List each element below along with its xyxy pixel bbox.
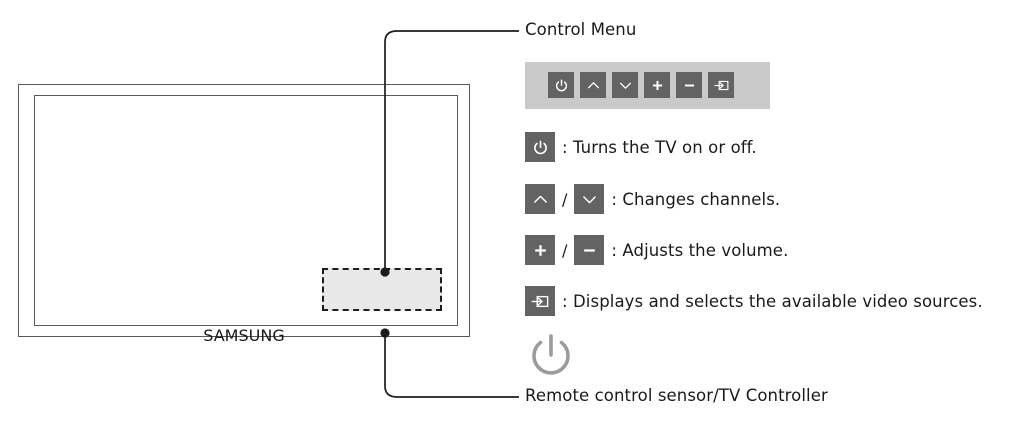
plus-icon [652, 80, 662, 90]
plus-icon [534, 244, 546, 256]
source-input-icon [531, 295, 549, 307]
chevron-down-icon [619, 82, 631, 89]
channel-up-key-swatch[interactable] [525, 184, 555, 214]
power-icon [533, 140, 547, 154]
legend-row-source: : Displays and selects the available vid… [525, 286, 983, 316]
power-key-swatch[interactable] [525, 132, 555, 162]
legend-separator-volume: / [562, 240, 568, 260]
legend-panel: Control Menu [525, 0, 1020, 432]
minus-icon [684, 84, 694, 86]
volume-down-key-swatch[interactable] [574, 235, 605, 265]
volume-down-button[interactable] [676, 72, 702, 98]
tv-illustration: SAMSUNG [0, 0, 500, 432]
channel-down-button[interactable] [612, 72, 638, 98]
channel-up-button[interactable] [580, 72, 606, 98]
control-menu-button-bar [525, 62, 770, 109]
power-icon [555, 78, 567, 91]
channel-down-key-swatch[interactable] [574, 184, 605, 214]
sensor-caption: Remote control sensor/TV Controller [525, 386, 828, 405]
legend-row-channel: / : Changes channels. [525, 184, 780, 214]
legend-description-power: : Turns the TV on or off. [562, 137, 757, 157]
minus-icon [584, 248, 595, 252]
volume-up-button[interactable] [644, 72, 670, 98]
legend-description-volume: : Adjusts the volume. [611, 240, 789, 260]
chevron-up-icon [533, 195, 547, 203]
legend-row-volume: / : Adjusts the volume. [525, 235, 788, 265]
volume-up-key-swatch[interactable] [525, 235, 555, 265]
source-input-icon [714, 80, 728, 90]
power-button[interactable] [548, 72, 574, 98]
control-menu-title: Control Menu [525, 20, 637, 39]
button-bar-keys [548, 72, 734, 98]
tv-controller-power-icon [532, 334, 570, 375]
chevron-up-icon [587, 81, 599, 88]
samsung-logo: SAMSUNG [203, 326, 285, 345]
legend-separator-channel: / [562, 189, 568, 209]
legend-description-source: : Displays and selects the available vid… [562, 291, 983, 311]
source-button[interactable] [708, 72, 734, 98]
source-key-swatch[interactable] [525, 286, 555, 316]
chevron-down-icon [583, 195, 596, 203]
samsung-logo-wrap: SAMSUNG [18, 326, 470, 345]
control-menu-location-box [322, 268, 442, 311]
legend-row-power: : Turns the TV on or off. [525, 132, 757, 162]
legend-description-channel: : Changes channels. [611, 189, 781, 209]
